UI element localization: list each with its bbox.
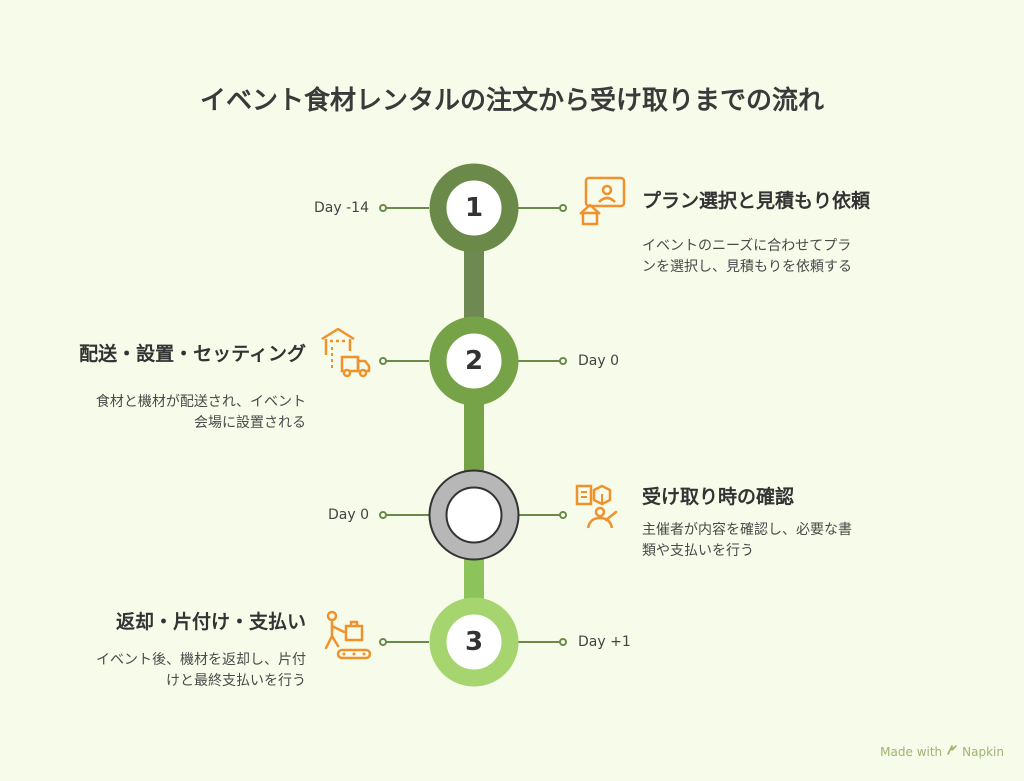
step-3-title: 返却・片付け・支払い xyxy=(115,611,306,633)
tick-dot-right-2 xyxy=(559,357,567,365)
tick-dot-right-1 xyxy=(559,204,567,212)
return-conveyor-icon xyxy=(318,608,372,662)
step-check-ring xyxy=(429,470,519,560)
made-with-napkin-badge: Made with Napkin xyxy=(880,744,1004,759)
tick-dot-left-3 xyxy=(379,511,387,519)
step-1-description-line-1: イベントのニーズに合わせてプラ xyxy=(642,238,852,254)
delivery-truck-icon xyxy=(318,325,372,379)
step-2-description-line-2: 会場に設置される xyxy=(194,415,306,431)
napkin-logo-icon xyxy=(946,744,958,759)
step-2-number: 2 xyxy=(464,346,484,376)
step-1-number: 1 xyxy=(464,193,484,223)
page-title: イベント食材レンタルの注文から受け取りまでの流れ xyxy=(199,86,824,116)
napkin-brand-label: Napkin xyxy=(962,744,1004,759)
step-2-description: 食材と機材が配送され、イベント 会場に設置される xyxy=(56,392,306,434)
step-2-day-label: Day 0 xyxy=(578,353,620,369)
step-1-day-label: Day -14 xyxy=(314,200,369,216)
connector-3-4 xyxy=(464,558,484,600)
step-check-ring-inner xyxy=(445,486,503,544)
tick-dot-left-2 xyxy=(379,357,387,365)
step-check-description-line-1: 主催者が内容を確認し、必要な書 xyxy=(642,522,852,538)
plan-selection-icon xyxy=(574,174,628,228)
step-check-title: 受け取り時の確認 xyxy=(642,486,795,508)
tick-dot-right-4 xyxy=(559,638,567,646)
step-3-description-line-1: イベント後、機材を返却し、片付 xyxy=(96,652,306,668)
step-1-ring xyxy=(429,163,519,253)
step-1-description: イベントのニーズに合わせてプラ ンを選択し、見積もりを依頼する xyxy=(642,236,892,278)
tick-dot-right-3 xyxy=(559,511,567,519)
step-2-ring xyxy=(429,316,519,406)
step-check-day-label: Day 0 xyxy=(327,507,369,523)
step-3-ring xyxy=(429,597,519,687)
step-check-description-line-2: 類や支払いを行う xyxy=(642,543,754,559)
step-3-day-label: Day +1 xyxy=(578,634,631,650)
tick-dot-left-1 xyxy=(379,204,387,212)
receipt-check-icon xyxy=(574,480,628,534)
step-2-title: 配送・設置・セッティング xyxy=(79,343,306,365)
tick-dot-left-4 xyxy=(379,638,387,646)
connector-2-3 xyxy=(464,404,484,472)
step-check-ring-outer xyxy=(428,469,520,561)
step-3-description: イベント後、機材を返却し、片付 けと最終支払いを行う xyxy=(56,650,306,692)
step-3-number: 3 xyxy=(464,627,484,657)
step-1-title: プラン選択と見積もり依頼 xyxy=(642,190,871,212)
step-3-description-line-2: けと最終支払いを行う xyxy=(166,673,306,689)
step-check-description: 主催者が内容を確認し、必要な書 類や支払いを行う xyxy=(642,520,892,562)
made-with-label: Made with xyxy=(880,744,943,759)
step-1-description-line-2: ンを選択し、見積もりを依頼する xyxy=(642,259,852,275)
connector-1-2 xyxy=(464,250,484,322)
step-2-description-line-1: 食材と機材が配送され、イベント xyxy=(95,394,306,410)
